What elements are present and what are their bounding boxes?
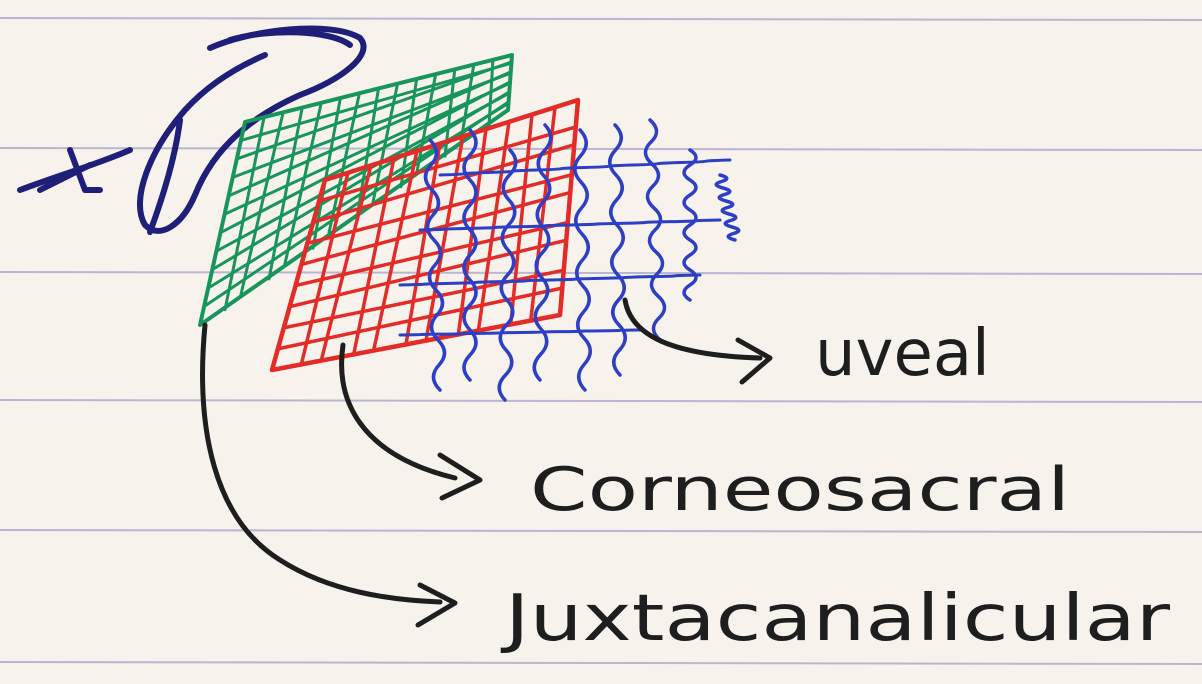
- blue-mesh-strand: [610, 125, 626, 375]
- arrow-uveal: [625, 300, 770, 382]
- rule-line: [0, 148, 1202, 150]
- canal-shape: [20, 29, 364, 232]
- rule-line: [0, 662, 1202, 664]
- blue-mesh-strand: [400, 275, 700, 285]
- arrow-juxtacanalicular: [203, 325, 455, 625]
- label-juxtacanalicular: Juxtacanalicular: [500, 582, 1171, 656]
- corneoscleral-mesh: [272, 100, 578, 370]
- arrow-corneoscleral: [342, 345, 480, 498]
- blue-mesh-strand: [464, 130, 476, 380]
- blue-mesh-strand: [684, 150, 696, 300]
- blue-mesh-strand: [645, 120, 664, 340]
- rule-line: [0, 18, 1202, 20]
- rule-line: [0, 530, 1202, 532]
- blue-mesh-strand: [716, 175, 739, 240]
- label-uveal: uveal: [815, 317, 990, 391]
- rule-line: [0, 400, 1202, 402]
- blue-mesh-strand: [400, 330, 640, 335]
- rule-line: [0, 272, 1202, 274]
- blue-mesh-strand: [499, 150, 516, 400]
- label-corneoscleral: Corneosacral: [530, 455, 1070, 525]
